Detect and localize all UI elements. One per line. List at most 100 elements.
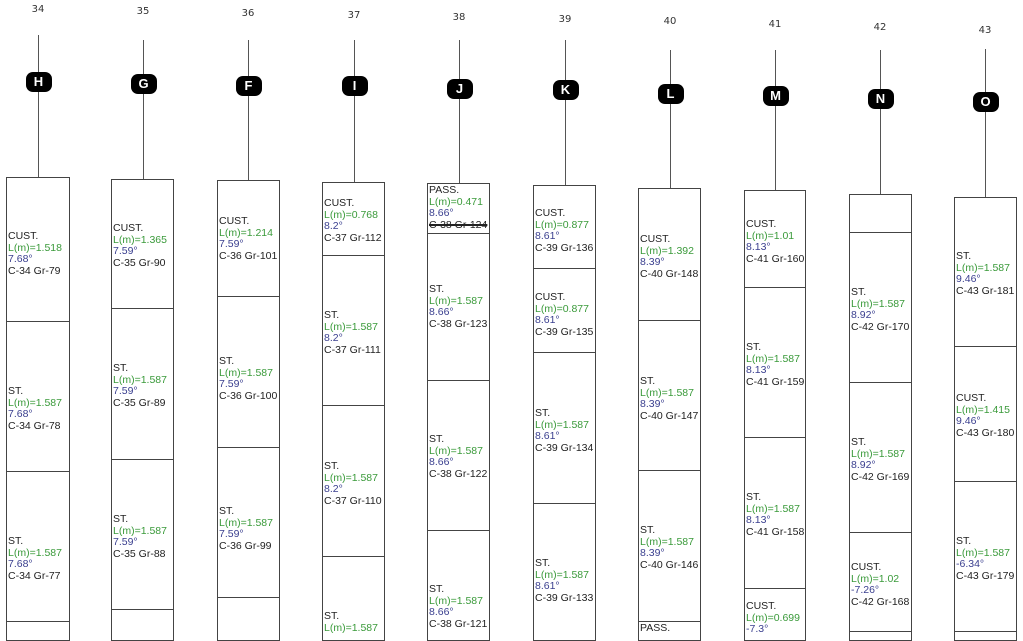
panel-segment[interactable] xyxy=(849,194,912,233)
column-label-badge[interactable]: I xyxy=(341,76,368,96)
segment-angle: 8.61° xyxy=(535,314,560,326)
panel-segment[interactable] xyxy=(217,597,280,641)
segment-length: L(m)=1.587 xyxy=(535,568,589,581)
column-number: 34 xyxy=(31,4,45,15)
panel-segment[interactable]: PASS. xyxy=(638,621,701,641)
segment-id: C-36 Gr-99 xyxy=(219,539,272,552)
column-connector-line xyxy=(880,50,881,194)
column-label-badge[interactable]: N xyxy=(867,89,894,109)
segment-type: CUST. xyxy=(956,392,987,404)
segment-id: C-34 Gr-79 xyxy=(8,264,61,277)
column-connector-line xyxy=(38,35,39,177)
segment-angle: 8.66° xyxy=(429,456,454,468)
segment-length: L(m)=1.01 xyxy=(746,229,795,242)
segment-angle: 8.61° xyxy=(535,230,560,242)
segment-type: ST. xyxy=(956,250,972,262)
segment-length: L(m)=1.587 xyxy=(113,524,167,537)
segment-id: C-35 Gr-90 xyxy=(113,256,166,269)
panel-segment[interactable] xyxy=(111,609,174,641)
panel-segment[interactable]: ST.L(m)=1.587 xyxy=(322,556,385,641)
panel-segment[interactable]: ST.L(m)=1.587-6.34°C-43 Gr-179 xyxy=(954,481,1017,632)
column-label-badge[interactable]: H xyxy=(25,72,52,92)
segment-type: CUST. xyxy=(324,197,355,209)
column-connector-line xyxy=(985,49,986,197)
column-label-badge[interactable]: K xyxy=(552,80,579,100)
segment-id: C-34 Gr-78 xyxy=(8,419,61,432)
segment-length: L(m)=1.587 xyxy=(8,396,62,409)
segment-type: ST. xyxy=(851,436,867,448)
segment-id: C-38 Gr-123 xyxy=(429,317,488,330)
segment-angle: 7.59° xyxy=(113,245,138,257)
segment-length: L(m)=1.587 xyxy=(640,386,694,399)
column-label-badge[interactable]: M xyxy=(762,86,789,106)
panel-segment[interactable]: CUST.L(m)=1.02-7.26°C-42 Gr-168 xyxy=(849,532,912,632)
segment-type: ST. xyxy=(535,407,551,419)
panel-segment[interactable]: CUST.L(m)=0.699-7.3° xyxy=(744,588,806,641)
segment-id: C-38 Gr-121 xyxy=(429,617,488,630)
segment-length: L(m)=1.587 xyxy=(851,447,905,460)
column-connector-line xyxy=(670,50,671,188)
segment-type: PASS. xyxy=(640,622,671,634)
segment-length: L(m)=1.518 xyxy=(8,241,62,254)
segment-angle: 7.68° xyxy=(8,253,33,265)
segment-id: C-37 Gr-110 xyxy=(324,494,382,507)
column-label-badge[interactable]: G xyxy=(130,74,157,94)
segment-angle: 8.61° xyxy=(535,580,560,592)
column-label-badge[interactable]: J xyxy=(446,79,473,99)
segment-id: C-42 Gr-168 xyxy=(851,595,910,608)
segment-angle: 8.66° xyxy=(429,207,454,219)
segment-type: ST. xyxy=(429,283,445,295)
segment-id: C-38 Gr-122 xyxy=(429,467,488,480)
segment-type: ST. xyxy=(113,513,129,525)
column-number: 42 xyxy=(873,22,887,33)
segment-type: ST. xyxy=(324,460,340,472)
segment-type: CUST. xyxy=(113,222,144,234)
segment-angle: 8.39° xyxy=(640,256,665,268)
column-label-badge[interactable]: L xyxy=(657,84,684,104)
column-label-badge[interactable]: F xyxy=(235,76,262,96)
segment-length: L(m)=1.587 xyxy=(640,535,694,548)
panel-segment[interactable] xyxy=(6,621,70,641)
segment-type: ST. xyxy=(429,583,445,595)
column-label-badge[interactable]: O xyxy=(972,92,999,112)
